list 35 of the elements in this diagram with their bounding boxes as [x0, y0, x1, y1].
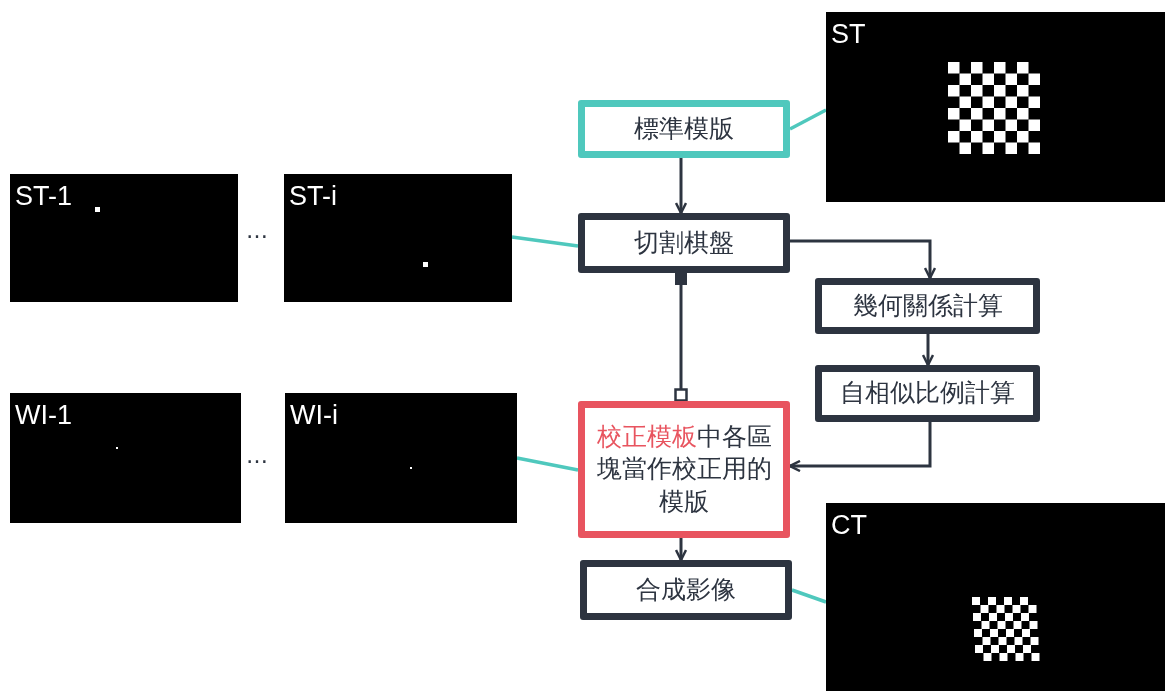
image-label: CT — [831, 511, 867, 541]
step-text: 標準模版 — [633, 112, 735, 145]
process-box — [578, 213, 790, 273]
process-box — [578, 100, 790, 158]
image-panel — [10, 393, 241, 523]
image-panel — [10, 174, 238, 302]
image-label: ST-i — [289, 182, 337, 212]
process-box — [815, 365, 1040, 422]
image-label: ST — [831, 20, 866, 50]
arrow — [790, 239, 937, 280]
connector-line — [516, 456, 579, 472]
ellipsis: … — [246, 218, 268, 243]
image-panel — [285, 393, 517, 523]
arrow — [674, 158, 688, 215]
image-label: WI-1 — [15, 401, 72, 431]
step-text: 合成影像 — [635, 573, 737, 606]
arrow — [674, 538, 688, 562]
process-box — [580, 560, 792, 620]
arrow — [788, 422, 932, 473]
connector-line — [511, 235, 579, 248]
image-panel — [826, 12, 1165, 202]
image-label: WI-i — [290, 401, 338, 431]
image-label: ST-1 — [15, 182, 73, 212]
step-text: 校正模板中各區塊當作校正用的模版 — [595, 420, 773, 518]
ellipsis: … — [246, 443, 268, 468]
connector-line — [791, 588, 827, 604]
image-panel — [284, 174, 512, 302]
step-text: 幾何關係計算 — [851, 289, 1004, 322]
step-text: 自相似比例計算 — [839, 377, 1016, 410]
process-box — [815, 278, 1040, 334]
process-box — [578, 401, 790, 538]
arrow — [921, 334, 935, 367]
image-panel — [826, 503, 1165, 691]
connector-line — [789, 108, 827, 131]
step-text: 切割棋盤 — [633, 226, 735, 259]
